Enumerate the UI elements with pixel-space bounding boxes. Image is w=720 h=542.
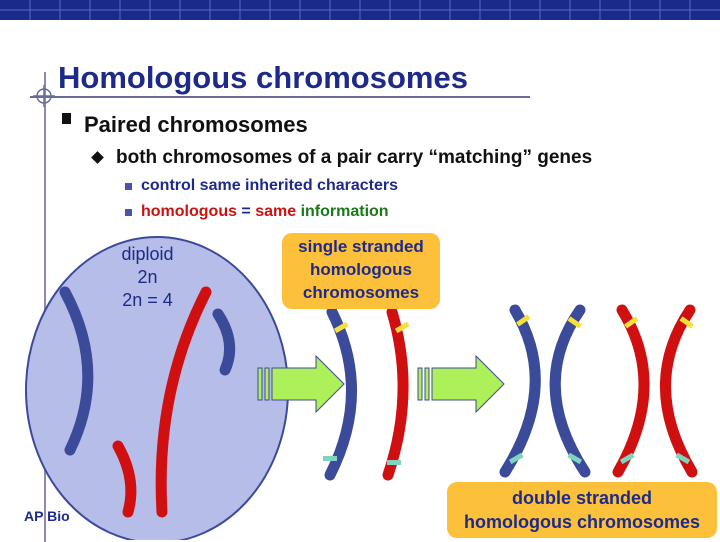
single-chromosome-blue bbox=[324, 306, 357, 481]
gene-band-yellow bbox=[567, 316, 582, 329]
gene-band-teal bbox=[619, 452, 635, 465]
double-chromosome-red-arm-left bbox=[612, 304, 650, 478]
gene-band-yellow bbox=[516, 314, 531, 327]
gene-band-yellow bbox=[624, 316, 639, 329]
gene-band-yellow bbox=[394, 321, 410, 334]
diploid-label-line3: 2n = 4 bbox=[122, 290, 173, 310]
gene-band-teal bbox=[567, 452, 583, 465]
bullet-matching-genes: both chromosomes of a pair carry “matchi… bbox=[116, 147, 593, 168]
diploid-label-line1: diploid bbox=[121, 244, 174, 264]
title-vertical-rule bbox=[44, 72, 46, 542]
top-banner bbox=[0, 0, 720, 20]
gene-band-yellow bbox=[333, 321, 349, 334]
single-stranded-line3: chromosomes bbox=[302, 283, 420, 302]
banner-grid-pattern bbox=[0, 0, 720, 20]
single-stranded-line2: homologous bbox=[310, 260, 412, 279]
gene-band-teal bbox=[508, 452, 524, 465]
term-information: information bbox=[296, 203, 389, 220]
footer-label: AP Bio bbox=[24, 508, 70, 524]
gene-band-teal bbox=[323, 456, 337, 461]
single-stranded-line1: single stranded bbox=[298, 237, 424, 256]
cell-chromosome-red-small bbox=[112, 440, 137, 518]
gene-band-teal bbox=[675, 452, 691, 465]
cell-chromosome-blue-small bbox=[212, 308, 236, 376]
cell-chromosome-red-large bbox=[155, 286, 212, 518]
gene-band-yellow bbox=[679, 316, 694, 329]
single-stranded-label-box: single stranded homologous chromosomes bbox=[282, 233, 440, 309]
slide-title: Homologous chromosomes bbox=[58, 60, 468, 95]
term-same: same bbox=[255, 203, 297, 220]
arrow-right-icon-1 bbox=[257, 354, 345, 414]
bullet-small-square-icon bbox=[125, 209, 132, 216]
gene-band-teal bbox=[387, 460, 401, 465]
double-chromosome-blue-arm-left bbox=[499, 304, 541, 478]
title-underline bbox=[30, 96, 530, 98]
double-stranded-label-box: double stranded homologous chromosomes bbox=[447, 482, 717, 538]
double-stranded-line1: double stranded bbox=[511, 488, 652, 508]
bullet-square-icon bbox=[62, 113, 71, 124]
single-chromosome-red bbox=[382, 306, 409, 481]
cell-chromosome-blue-large bbox=[59, 286, 94, 456]
bullet-homologous-definition: homologous = same information bbox=[141, 203, 389, 221]
double-chromosome-red-arm-right bbox=[660, 304, 698, 478]
crosshair-icon bbox=[33, 85, 55, 107]
term-homologous: homologous bbox=[141, 203, 237, 220]
diploid-label: diploid 2n 2n = 4 bbox=[100, 243, 195, 312]
diploid-label-line2: 2n bbox=[137, 267, 158, 287]
double-stranded-line2: homologous chromosomes bbox=[463, 512, 701, 532]
bullet-inherited-characters: control same inherited characters bbox=[141, 177, 398, 194]
equals-sign: = bbox=[236, 203, 256, 220]
bullet-small-square-icon bbox=[125, 183, 132, 190]
bullet-paired-chromosomes: Paired chromosomes bbox=[84, 112, 308, 137]
double-chromosome-blue-arm-right bbox=[549, 304, 591, 478]
arrow-right-icon-2 bbox=[417, 354, 505, 414]
